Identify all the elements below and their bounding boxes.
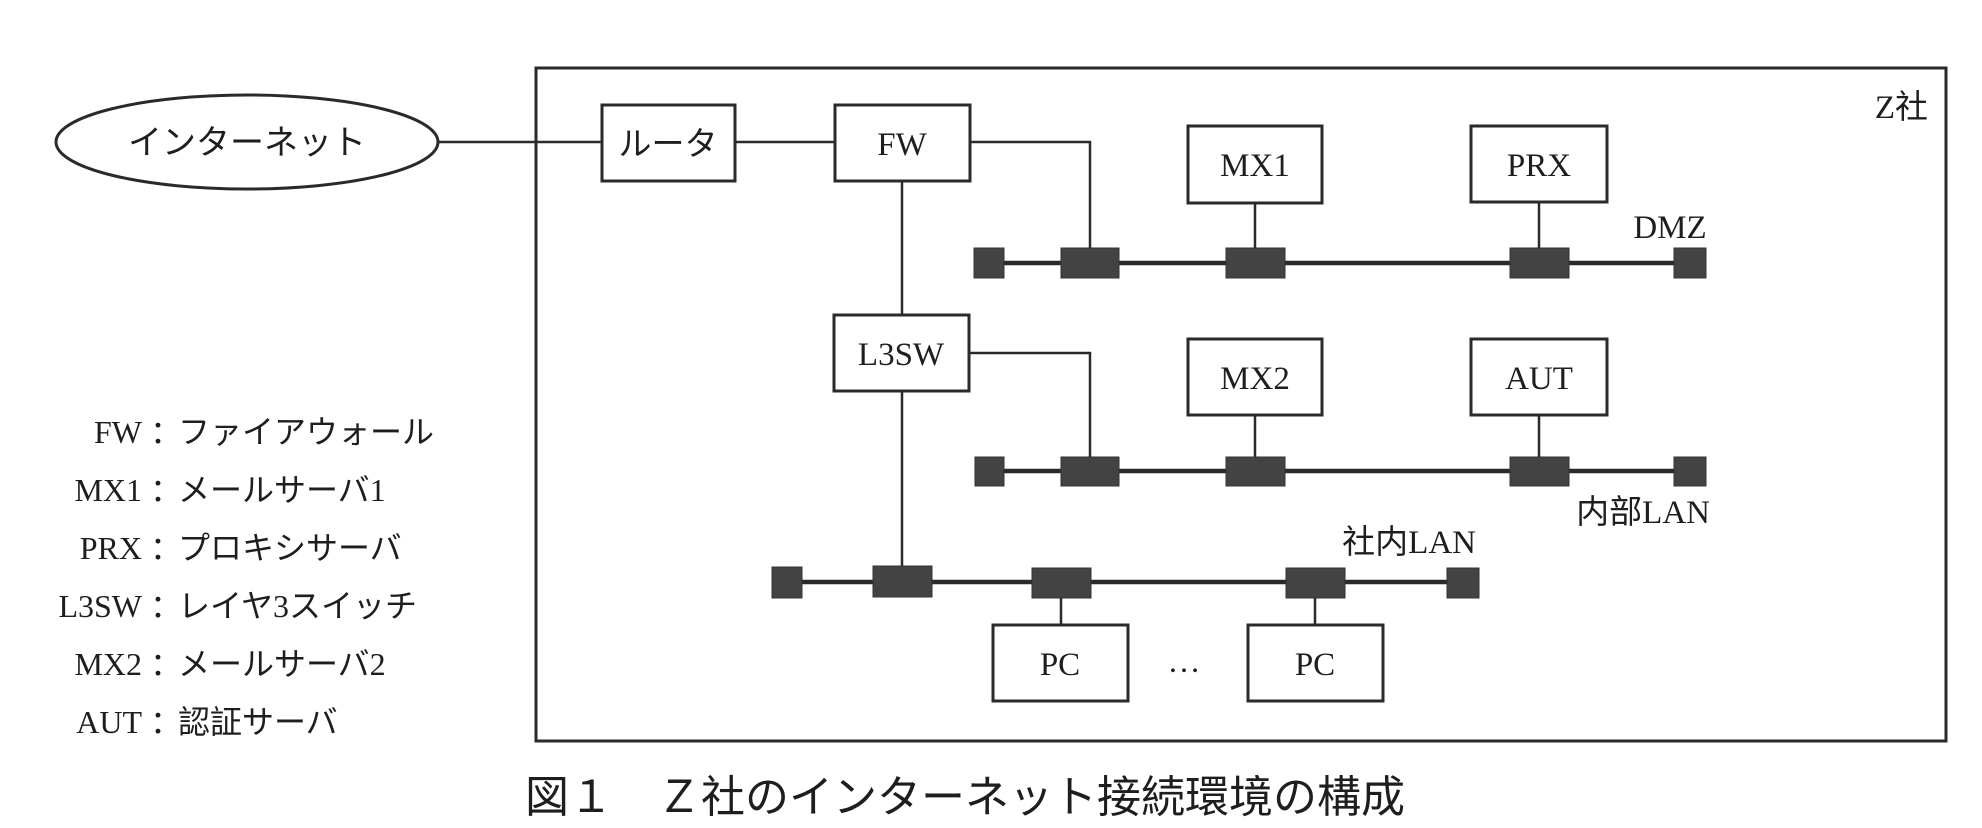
pc2-label: PC bbox=[1295, 647, 1335, 683]
corporate-port-pc1 bbox=[1031, 567, 1092, 599]
internal-port-l3sw bbox=[1060, 456, 1120, 487]
legend-description: メールサーバ2 bbox=[178, 646, 386, 682]
node-mx2: MX2 bbox=[1186, 337, 1324, 417]
node-l3sw: L3SW bbox=[832, 313, 971, 393]
legend-separator: ： bbox=[150, 472, 182, 508]
link-fw-dmz bbox=[970, 140, 1092, 248]
internal-port-mx2 bbox=[1225, 456, 1286, 487]
legend-row: MX1：メールサーバ1 bbox=[74, 472, 385, 508]
internal-terminator-left bbox=[974, 456, 1005, 487]
dmz-port-prx bbox=[1509, 247, 1570, 279]
legend-description: ファイアウォール bbox=[178, 414, 434, 450]
legend-abbr: MX2 bbox=[74, 646, 142, 682]
pc-ellipsis: … bbox=[1168, 644, 1201, 680]
corporate-lan-label: 社内LAN bbox=[1342, 524, 1476, 561]
link-l3sw-internal-lan bbox=[969, 351, 1092, 457]
node-prx: PRX bbox=[1469, 124, 1609, 204]
internal-lan-label: 内部LAN bbox=[1576, 494, 1710, 531]
prx-label: PRX bbox=[1507, 148, 1571, 184]
legend-separator: ： bbox=[150, 646, 182, 682]
dmz-terminator-right bbox=[1673, 247, 1707, 279]
node-pc1: PC bbox=[991, 623, 1130, 703]
legend-abbr: FW bbox=[94, 414, 143, 450]
internal-port-aut bbox=[1509, 456, 1570, 487]
dmz-port-mx1 bbox=[1225, 247, 1286, 279]
corporate-lan-segment: 社内LAN bbox=[771, 524, 1480, 599]
corporate-terminator-left bbox=[771, 566, 803, 599]
legend-abbr: L3SW bbox=[58, 588, 142, 624]
legend-separator: ： bbox=[150, 588, 182, 624]
internal-lan-segment: 内部LAN bbox=[974, 456, 1710, 531]
node-router: ルータ bbox=[600, 103, 737, 183]
mx2-label: MX2 bbox=[1220, 361, 1290, 397]
node-pc2: PC bbox=[1246, 623, 1385, 703]
legend-row: PRX：プロキシサーバ bbox=[80, 530, 402, 566]
legend-row: AUT：認証サーバ bbox=[76, 704, 337, 740]
legend-row: L3SW：レイヤ3スイッチ bbox=[58, 588, 417, 624]
internet-label: インターネット bbox=[128, 123, 366, 163]
node-fw: FW bbox=[833, 103, 972, 183]
legend-row: FW：ファイアウォール bbox=[94, 414, 434, 450]
legend-separator: ： bbox=[150, 530, 182, 566]
dmz-segment: DMZ bbox=[973, 210, 1707, 279]
legend-abbr: AUT bbox=[76, 704, 142, 740]
aut-label: AUT bbox=[1505, 361, 1573, 397]
legend-description: レイヤ3スイッチ bbox=[178, 588, 417, 624]
internal-terminator-right bbox=[1673, 456, 1707, 487]
corporate-port-l3sw bbox=[872, 565, 933, 598]
legend-description: 認証サーバ bbox=[178, 704, 338, 740]
internet-cloud: インターネット bbox=[54, 93, 440, 191]
figure-caption: 図１ Ｚ社のインターネット接続環境の構成 bbox=[525, 772, 1405, 823]
router-label: ルータ bbox=[619, 124, 718, 163]
legend-abbr: MX1 bbox=[74, 472, 142, 508]
legend: FW：ファイアウォールMX1：メールサーバ1PRX：プロキシサーバL3SW：レイ… bbox=[58, 414, 434, 740]
legend-separator: ： bbox=[150, 704, 182, 740]
legend-description: メールサーバ1 bbox=[178, 472, 386, 508]
l3sw-label: L3SW bbox=[858, 337, 945, 373]
node-aut: AUT bbox=[1469, 337, 1609, 417]
company-boundary bbox=[534, 66, 1948, 743]
legend-row: MX2：メールサーバ2 bbox=[74, 646, 385, 682]
dmz-terminator-left bbox=[973, 247, 1005, 279]
mx1-label: MX1 bbox=[1220, 148, 1290, 184]
legend-abbr: PRX bbox=[80, 530, 142, 566]
dmz-label: DMZ bbox=[1633, 210, 1706, 246]
node-mx1: MX1 bbox=[1186, 124, 1324, 205]
legend-separator: ： bbox=[150, 414, 182, 450]
legend-description: プロキシサーバ bbox=[178, 530, 402, 566]
corporate-terminator-right bbox=[1446, 567, 1480, 599]
fw-label: FW bbox=[877, 127, 927, 163]
pc1-label: PC bbox=[1040, 647, 1080, 683]
corporate-port-pc2 bbox=[1285, 567, 1346, 599]
dmz-port-fw bbox=[1060, 247, 1120, 279]
company-label: Z社 bbox=[1875, 89, 1928, 126]
